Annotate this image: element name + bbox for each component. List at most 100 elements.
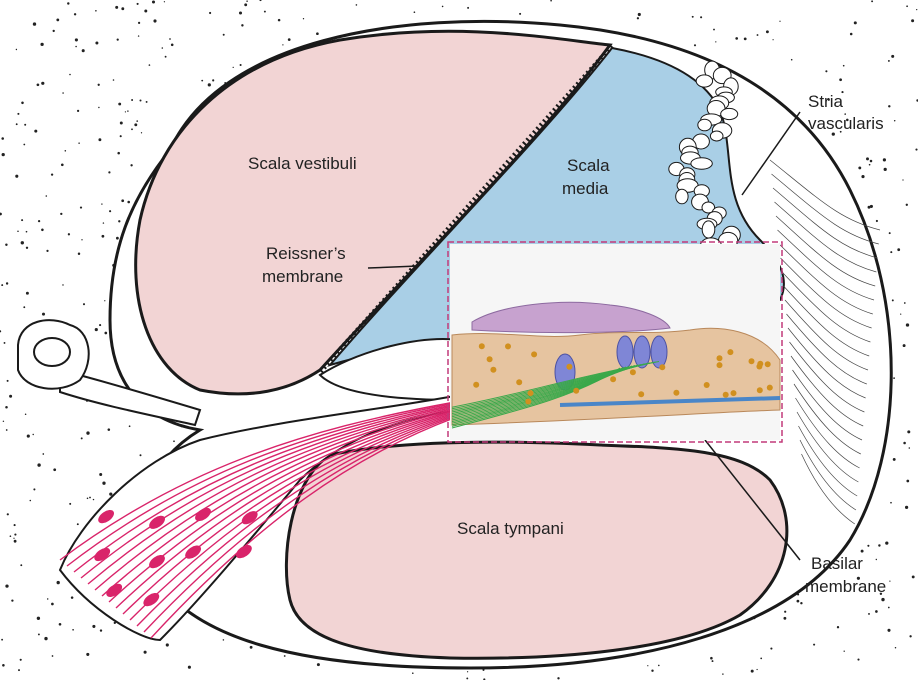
speckle-dot (89, 497, 91, 499)
cell-nucleus (531, 351, 537, 357)
speckle-dot (34, 130, 37, 133)
cell-nucleus (757, 361, 763, 367)
speckle-dot (884, 168, 887, 171)
speckle-dot (850, 33, 853, 36)
speckle-dot (259, 0, 261, 1)
speckle-dot (127, 201, 130, 204)
speckle-dot (891, 55, 894, 58)
speckle-dot (902, 179, 903, 180)
speckle-dot (10, 535, 12, 537)
speckle-dot (239, 11, 242, 14)
speckle-dot (303, 18, 304, 19)
speckle-dot (876, 220, 878, 222)
speckle-dot (33, 22, 36, 25)
cell-nucleus (573, 388, 579, 394)
speckle-dot (5, 406, 8, 409)
speckle-dot (21, 102, 24, 105)
speckle-dot (71, 596, 74, 599)
speckle-dot (104, 300, 105, 301)
speckle-dot (136, 120, 138, 122)
speckle-dot (120, 122, 123, 125)
speckle-dot (26, 231, 28, 233)
speckle-dot (47, 598, 48, 599)
speckle-dot (909, 635, 911, 637)
outer-hair-cell-3 (651, 336, 667, 368)
speckle-dot (647, 665, 648, 666)
speckle-dot (23, 144, 25, 146)
cell-nucleus (630, 369, 636, 375)
speckle-dot (712, 660, 714, 662)
speckle-dot (24, 124, 26, 126)
cell-nucleus (749, 358, 755, 364)
speckle-dot (21, 241, 24, 244)
speckle-dot (906, 5, 908, 7)
speckle-dot (101, 203, 102, 204)
speckle-dot (783, 617, 786, 620)
speckle-dot (244, 3, 247, 6)
speckle-dot (692, 16, 694, 18)
speckle-dot (4, 342, 6, 344)
speckle-dot (317, 663, 320, 666)
speckle-dot (14, 540, 17, 543)
speckle-dot (56, 19, 59, 22)
speckle-dot (125, 111, 126, 112)
speckle-dot (897, 248, 900, 251)
speckle-dot (75, 46, 77, 48)
speckle-dot (906, 323, 909, 326)
cell-nucleus (765, 361, 771, 367)
speckle-dot (37, 617, 40, 620)
speckle-dot (9, 395, 12, 398)
speckle-dot (165, 56, 167, 58)
speckle-dot (915, 149, 917, 151)
speckle-dot (264, 11, 266, 13)
speckle-dot (906, 204, 908, 206)
speckle-dot (5, 584, 8, 587)
cell-nucleus (704, 382, 710, 388)
speckle-dot (751, 670, 754, 673)
speckle-dot (166, 643, 169, 646)
label-reissners-line2: membrane (262, 266, 343, 287)
speckle-dot (99, 324, 101, 326)
speckle-dot (81, 239, 82, 240)
speckle-dot (164, 1, 165, 2)
speckle-dot (21, 219, 23, 221)
speckle-dot (20, 564, 22, 566)
speckle-dot (138, 22, 140, 24)
label-reissners-line1: Reissner’s (266, 243, 346, 264)
speckle-dot (744, 38, 747, 41)
speckle-dot (20, 659, 22, 661)
label-scala-tympani: Scala tympani (457, 518, 564, 539)
label-stria-line1: Stria (808, 91, 843, 112)
speckle-dot (87, 498, 89, 500)
speckle-dot (26, 292, 29, 295)
speckle-dot (16, 49, 17, 50)
label-scala-vestibuli: Scala vestibuli (248, 153, 357, 174)
speckle-dot (209, 12, 211, 14)
speckle-dot (772, 39, 773, 40)
cell-nucleus (490, 367, 496, 373)
speckle-dot (104, 332, 107, 335)
speckle-dot (871, 0, 873, 2)
speckle-dot (95, 42, 98, 45)
speckle-dot (108, 428, 111, 431)
cell-nucleus (767, 385, 773, 391)
speckle-dot (109, 493, 112, 496)
speckle-dot (909, 447, 911, 449)
speckle-dot (98, 138, 101, 141)
speckle-dot (69, 503, 71, 505)
speckle-dot (83, 303, 85, 305)
speckle-dot (912, 575, 915, 578)
speckle-dot (93, 499, 94, 500)
speckle-dot (288, 38, 291, 41)
speckle-dot (800, 602, 802, 604)
speckle-dot (868, 206, 871, 209)
speckle-dot (141, 132, 142, 133)
speckle-dot (53, 468, 56, 471)
speckle-dot (72, 629, 74, 631)
outer-hair-cell-1 (617, 336, 633, 368)
speckle-dot (240, 64, 242, 66)
speckle-dot (138, 35, 139, 36)
speckle-dot (15, 175, 18, 178)
speckle-dot (557, 677, 559, 679)
